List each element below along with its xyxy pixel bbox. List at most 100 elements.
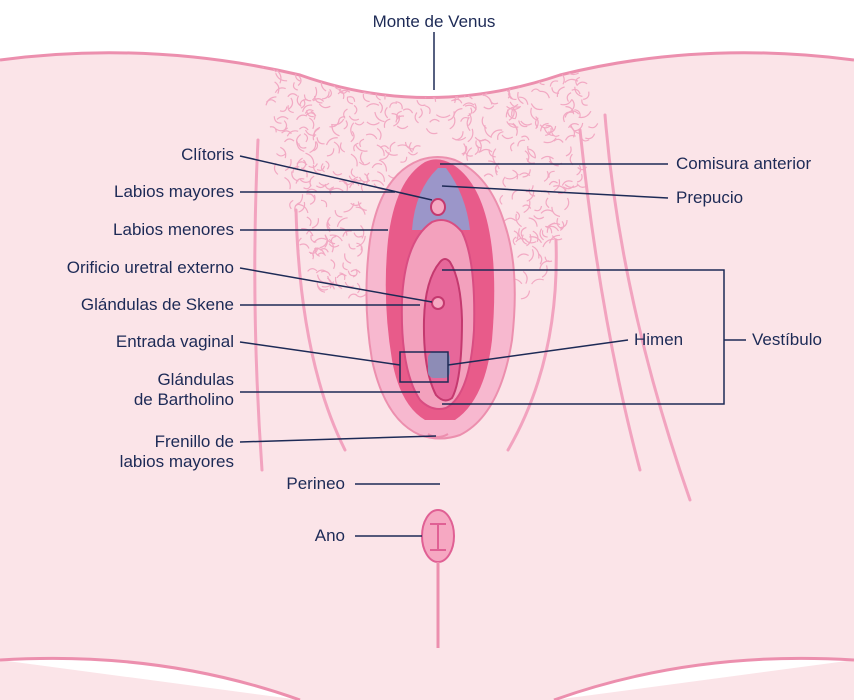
hair-squiggle (420, 84, 426, 91)
hair-squiggle (427, 78, 438, 81)
hair-squiggle (569, 57, 579, 63)
label-entrada-vaginal: Entrada vaginal (0, 332, 234, 352)
label-clitoris: Clítoris (0, 145, 234, 165)
hair-squiggle (463, 85, 466, 96)
label-frenillo-line2: labios mayores (0, 452, 234, 472)
hair-squiggle (413, 80, 425, 84)
hair-squiggle (456, 80, 462, 91)
hair-squiggle (419, 66, 429, 69)
hair-squiggle (527, 72, 535, 77)
hair-squiggle (423, 69, 435, 76)
clitoris-shape (431, 199, 445, 215)
hair-squiggle (378, 67, 388, 76)
label-monte-de-venus: Monte de Venus (334, 12, 534, 32)
hair-squiggle (369, 63, 374, 70)
label-comisura-anterior: Comisura anterior (676, 154, 811, 174)
hair-squiggle (360, 56, 363, 67)
hair-squiggle (444, 61, 451, 71)
hair-squiggle (479, 57, 488, 60)
hair-squiggle (481, 74, 493, 77)
hair-squiggle (327, 56, 339, 59)
hair-squiggle (473, 54, 483, 57)
hair-squiggle (393, 51, 404, 58)
hair-squiggle (378, 60, 381, 73)
hair-squiggle (438, 72, 447, 78)
hair-squiggle (409, 72, 418, 79)
hair-squiggle (382, 59, 392, 63)
hair-squiggle (424, 57, 430, 68)
hair-squiggle (408, 92, 418, 95)
hair-squiggle (277, 63, 288, 66)
hair-squiggle (538, 57, 541, 67)
hair-squiggle (355, 60, 359, 69)
hair-squiggle (493, 55, 499, 61)
hair-squiggle (393, 72, 399, 79)
hair-squiggle (402, 71, 410, 74)
hair-squiggle (524, 49, 527, 59)
hair-squiggle (358, 66, 367, 75)
label-himen: Himen (634, 330, 683, 350)
hair-squiggle (578, 62, 587, 67)
hair-squiggle (326, 62, 339, 68)
label-vestibulo: Vestíbulo (752, 330, 822, 350)
label-labios-menores: Labios menores (0, 220, 234, 240)
hair-squiggle (478, 62, 485, 74)
hair-squiggle (324, 54, 333, 63)
hair-squiggle (289, 44, 293, 57)
hair-squiggle (519, 68, 523, 77)
hair-squiggle (307, 56, 318, 61)
label-labios-mayores: Labios mayores (0, 182, 234, 202)
hair-squiggle (454, 65, 466, 68)
hair-squiggle (530, 66, 535, 76)
hair-squiggle (389, 80, 399, 83)
hair-squiggle (531, 62, 538, 70)
hair-squiggle (421, 69, 424, 82)
hair-squiggle (324, 44, 332, 56)
hair-squiggle (445, 60, 458, 64)
hair-squiggle (486, 70, 489, 79)
hair-squiggle (330, 59, 338, 63)
hair-squiggle (284, 56, 297, 60)
hair-squiggle (408, 72, 419, 80)
hair-squiggle (370, 70, 375, 82)
hymen-shape (428, 352, 450, 378)
hair-squiggle (455, 78, 466, 83)
vestibule-area (424, 259, 462, 400)
hair-squiggle (317, 49, 323, 55)
label-glandulas-bartholino-line2: de Bartholino (0, 390, 234, 410)
label-frenillo-line1: Frenillo de (0, 432, 234, 452)
hair-squiggle (533, 59, 542, 63)
hair-squiggle (542, 63, 555, 67)
hair-squiggle (466, 61, 472, 73)
hair-squiggle (495, 59, 502, 66)
hair-squiggle (395, 63, 404, 72)
hair-squiggle (476, 62, 481, 71)
hair-squiggle (289, 66, 298, 69)
hair-squiggle (458, 56, 462, 70)
label-perineo: Perineo (200, 474, 345, 494)
label-frenillo: Frenillo de labios mayores (0, 432, 234, 472)
hair-squiggle (310, 67, 323, 70)
label-prepucio: Prepucio (676, 188, 743, 208)
hair-squiggle (394, 60, 402, 63)
hair-squiggle (563, 60, 572, 71)
hair-squiggle (515, 73, 528, 77)
label-glandulas-skene: Glándulas de Skene (0, 295, 234, 315)
urethral-opening-shape (432, 297, 444, 309)
label-ano: Ano (200, 526, 345, 546)
hair-squiggle (505, 61, 514, 68)
hair-squiggle (322, 47, 327, 58)
hair-squiggle (442, 61, 447, 70)
hair-squiggle (446, 90, 456, 93)
label-glandulas-bartholino-line1: Glándulas (0, 370, 234, 390)
label-glandulas-bartholino: Glándulas de Bartholino (0, 370, 234, 410)
hair-squiggle (410, 50, 416, 56)
hair-squiggle (411, 72, 422, 76)
hair-squiggle (321, 46, 326, 59)
hair-squiggle (560, 55, 569, 60)
hair-squiggle (304, 62, 309, 71)
hair-squiggle (458, 79, 465, 84)
hair-squiggle (583, 56, 593, 63)
hair-squiggle (514, 59, 524, 63)
hair-squiggle (311, 46, 316, 58)
